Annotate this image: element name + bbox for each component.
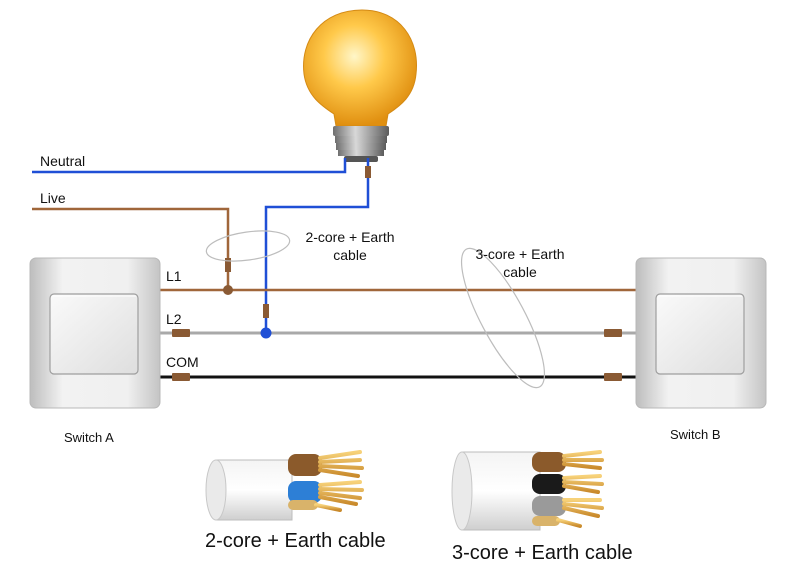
caption-3core: 3-core + Earth cable bbox=[452, 542, 633, 564]
cable-3core-illustration bbox=[451, 450, 604, 531]
l2-connector-b bbox=[604, 329, 622, 337]
cable-3core-label: 3-core + Earth cable bbox=[460, 245, 580, 281]
bulb-connector bbox=[365, 166, 371, 178]
l1-junction bbox=[223, 285, 233, 295]
cable-3core-ellipse bbox=[460, 247, 546, 389]
cable-2core-label-line1: 2-core + Earth bbox=[305, 229, 395, 245]
cable-2core-ellipse bbox=[205, 230, 291, 262]
cable-2core-illustration bbox=[205, 450, 364, 521]
com-connector-a bbox=[172, 373, 190, 381]
neutral-label: Neutral bbox=[40, 153, 86, 169]
live-label: Live bbox=[40, 190, 66, 206]
l2-label: L2 bbox=[166, 311, 182, 327]
neutral-wire bbox=[32, 158, 347, 174]
l2-junction bbox=[260, 327, 272, 339]
light-bulb-icon bbox=[303, 9, 417, 162]
cable-3core-label-line1: 3-core + Earth bbox=[475, 246, 565, 262]
switched-live-wire-down bbox=[264, 186, 370, 333]
caption-2core: 2-core + Earth cable bbox=[205, 530, 386, 552]
l2-connector-a bbox=[172, 329, 190, 337]
switch-b[interactable] bbox=[635, 257, 767, 409]
cable-2core-label: 2-core + Earth cable bbox=[290, 228, 410, 264]
switch-a[interactable] bbox=[29, 257, 161, 409]
live-connector bbox=[225, 258, 231, 272]
com-label: COM bbox=[166, 354, 199, 370]
switch-a-label: Switch A bbox=[64, 430, 114, 445]
switched-live-connector bbox=[263, 304, 269, 318]
com-connector-b bbox=[604, 373, 622, 381]
cable-3core-label-line2: cable bbox=[503, 264, 537, 280]
l1-label: L1 bbox=[166, 268, 182, 284]
switch-b-label: Switch B bbox=[670, 427, 721, 442]
cable-2core-label-line2: cable bbox=[333, 247, 367, 263]
